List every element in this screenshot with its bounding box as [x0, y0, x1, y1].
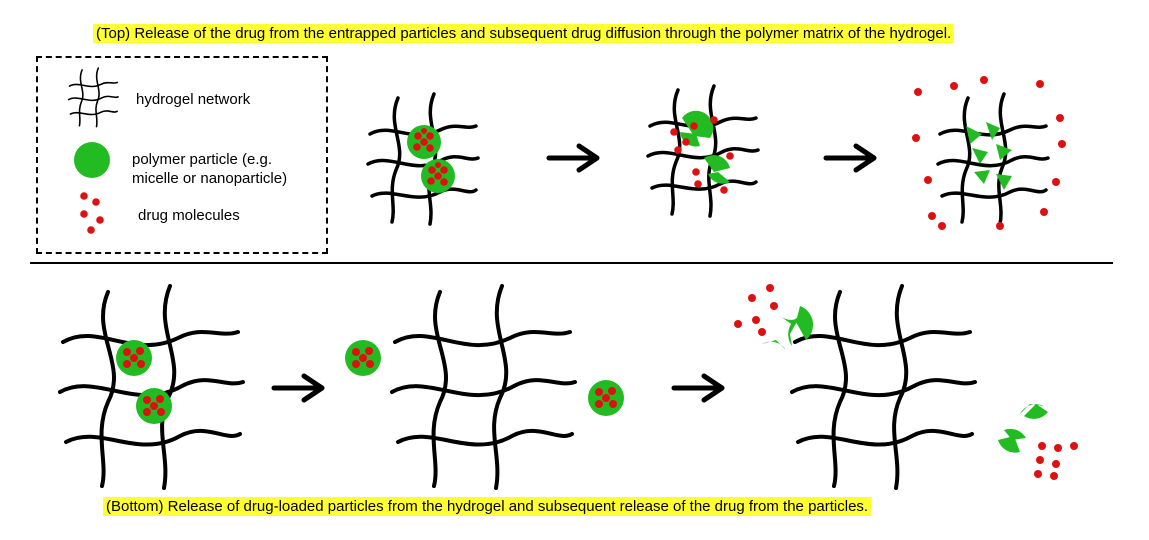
- bottom-stage-2: [345, 284, 624, 490]
- top-stage-2: [646, 84, 760, 218]
- legend-label-drug: drug molecules: [138, 207, 240, 224]
- top-stage-1: [366, 92, 480, 226]
- bottom-stage-3: [734, 284, 1078, 490]
- top-arrow-2: [826, 146, 874, 170]
- legend-label-particle: polymer particle (e.g. micelle or nanopa…: [132, 151, 288, 187]
- legend-label-network: hydrogel network: [136, 91, 251, 108]
- top-stage-3: [912, 76, 1066, 230]
- bottom-arrow-1: [274, 376, 322, 400]
- bottom-caption: (Bottom) Release of drug-loaded particle…: [103, 497, 872, 516]
- legend-network-icon: [67, 67, 119, 128]
- section-divider: [30, 262, 1113, 264]
- legend-particle-icon: [74, 142, 110, 178]
- top-arrow-1: [549, 146, 597, 170]
- bottom-stage-1: [58, 284, 245, 490]
- legend-box: hydrogel network polymer particle (e.g. …: [36, 56, 328, 254]
- top-caption: (Top) Release of the drug from the entra…: [93, 24, 955, 43]
- bottom-arrow-2: [674, 376, 722, 400]
- legend-drug-icon: [80, 192, 104, 234]
